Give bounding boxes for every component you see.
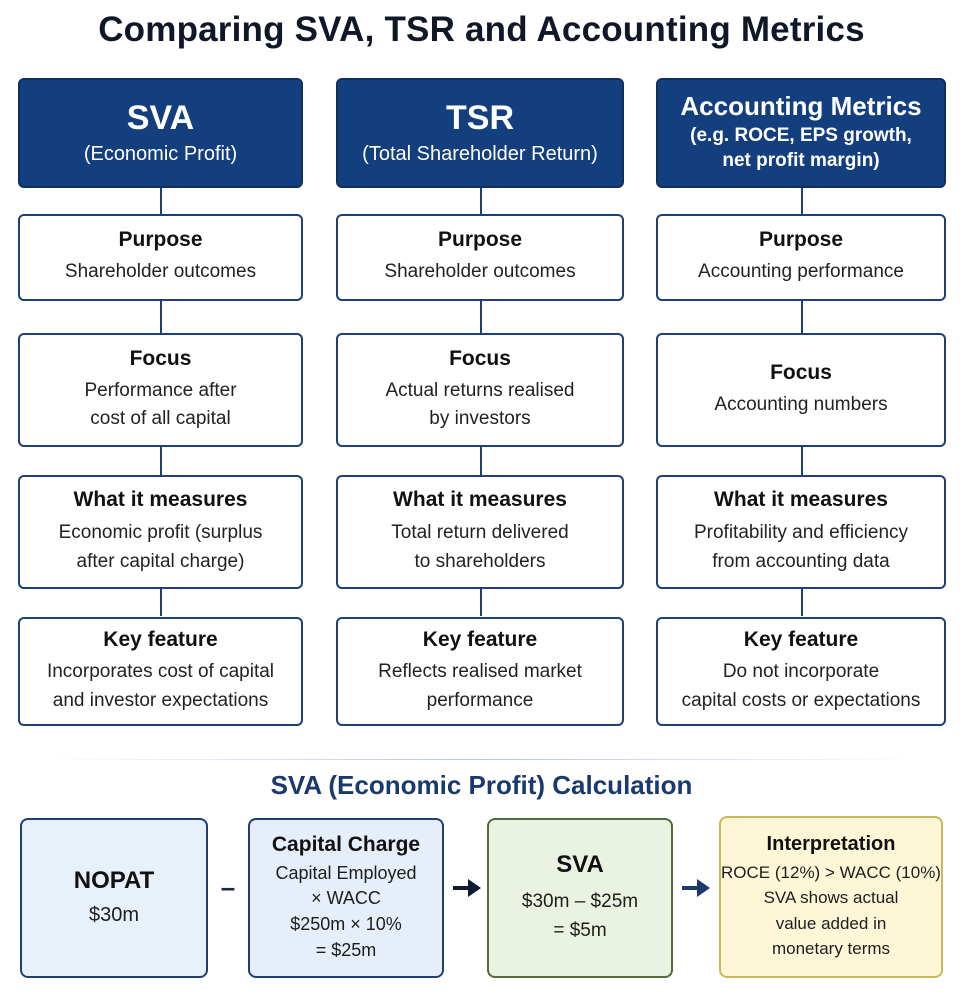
calc-nopat: NOPAT $30m	[20, 818, 208, 978]
section-divider	[40, 759, 923, 760]
header-sva-title: SVA	[126, 98, 195, 137]
calc-interpretation: Interpretation ROCE (12%) > WACC (10%) S…	[719, 816, 943, 978]
page-title: Comparing SVA, TSR and Accounting Metric…	[98, 10, 865, 49]
card-label: What it measures	[393, 487, 567, 511]
card-text: Shareholder outcomes	[384, 261, 576, 283]
minus-operator: –	[220, 872, 236, 902]
nopat-value: $30m	[88, 903, 140, 926]
sva-label: SVA	[556, 850, 604, 878]
card-label: What it measures	[714, 487, 888, 511]
card-text: Reflects realised market performance	[378, 661, 582, 711]
card-text: Actual returns realised by investors	[385, 380, 575, 429]
header-tsr-subtitle: (Total Shareholder Return)	[362, 143, 598, 166]
card-tsr-purpose: Purpose Shareholder outcomes	[336, 214, 624, 301]
card-label: Key feature	[103, 628, 218, 651]
calc-capital-charge: Capital Charge Capital Employed × WACC $…	[248, 818, 444, 978]
card-text: Profitability and efficiency from accoun…	[693, 521, 909, 572]
header-accounting-metrics: Accounting Metrics (e.g. ROCE, EPS growt…	[656, 78, 946, 188]
card-text: Performance after cost of all capital	[84, 380, 237, 429]
arrow-right-icon	[453, 879, 481, 897]
card-accounting-focus: Focus Accounting numbers	[656, 333, 946, 447]
card-accounting-purpose: Purpose Accounting performance	[656, 214, 946, 301]
arrow-right-icon	[682, 879, 710, 897]
calc-sva: SVA $30m – $25m = $5m	[487, 818, 673, 978]
capital-charge-text: Capital Employed × WACC $250m × 10% = $2…	[275, 862, 417, 960]
card-label: What it measures	[73, 487, 248, 511]
card-label: Key feature	[743, 628, 859, 651]
nopat-label: NOPAT	[73, 866, 155, 894]
card-text: Accounting performance	[698, 261, 904, 283]
card-accounting-key-feature: Key feature Do not incorporate capital c…	[656, 617, 946, 726]
card-text: Total return delivered to shareholders	[391, 521, 569, 572]
card-sva-focus: Focus Performance after cost of all capi…	[18, 333, 303, 447]
card-tsr-focus: Focus Actual returns realised by investo…	[336, 333, 624, 447]
card-tsr-measures: What it measures Total return delivered …	[336, 475, 624, 589]
card-label: Key feature	[422, 628, 538, 651]
capital-charge-label: Capital Charge	[271, 832, 421, 856]
card-sva-measures: What it measures Economic profit (surplu…	[18, 475, 303, 589]
header-accounting-subtitle: (e.g. ROCE, EPS growth, net profit margi…	[690, 125, 912, 171]
header-tsr-title: TSR	[446, 98, 514, 137]
calculation-title: SVA (Economic Profit) Calculation	[270, 770, 693, 800]
card-label: Focus	[449, 347, 511, 371]
card-sva-key-feature: Key feature Incorporates cost of capital…	[18, 617, 303, 726]
header-accounting-title: Accounting Metrics	[680, 91, 922, 122]
interpretation-label: Interpretation	[766, 832, 896, 855]
header-sva: SVA (Economic Profit)	[18, 78, 303, 188]
sva-text: $30m – $25m = $5m	[521, 890, 639, 941]
header-tsr: TSR (Total Shareholder Return)	[336, 78, 624, 188]
card-text: Do not incorporate capital costs or expe…	[681, 661, 921, 711]
card-text: Shareholder outcomes	[64, 261, 257, 283]
card-label: Purpose	[758, 228, 844, 252]
card-label: Purpose	[118, 228, 203, 252]
card-accounting-measures: What it measures Profitability and effic…	[656, 475, 946, 589]
card-label: Purpose	[437, 228, 523, 252]
card-label: Focus	[770, 360, 832, 384]
header-sva-subtitle: (Economic Profit)	[83, 143, 238, 166]
card-tsr-key-feature: Key feature Reflects realised market per…	[336, 617, 624, 726]
card-text: Incorporates cost of capital and investo…	[46, 661, 275, 711]
card-sva-purpose: Purpose Shareholder outcomes	[18, 214, 303, 301]
card-label: Focus	[129, 347, 192, 371]
interpretation-text: ROCE (12%) > WACC (10%) SVA shows actual…	[721, 862, 941, 959]
card-text: Economic profit (surplus after capital c…	[58, 521, 263, 572]
card-text: Accounting numbers	[714, 393, 888, 415]
